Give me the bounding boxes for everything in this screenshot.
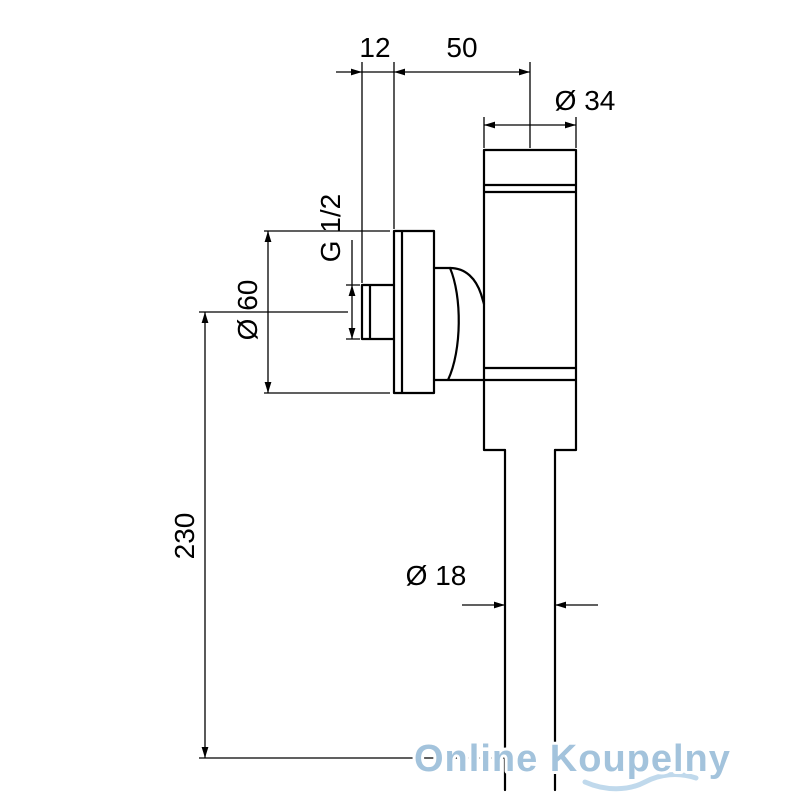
dim-label-body-diameter: Ø 34 — [555, 85, 616, 116]
dim-label-pipe-diameter: Ø 18 — [406, 560, 467, 591]
dim-label-flange-diameter: Ø 60 — [232, 280, 263, 341]
arrow-g12-top — [348, 285, 356, 296]
connection-horn — [432, 266, 486, 382]
watermark-wave-icon — [582, 772, 699, 792]
valve-body-outline — [482, 148, 578, 452]
dimension-arrows — [201, 68, 576, 758]
valve-outline — [360, 148, 578, 792]
arrow-230-bottom — [201, 747, 209, 758]
arrow-d60-bottom — [264, 382, 272, 393]
arrow-d34-left — [484, 121, 495, 129]
arrow-50-right — [519, 68, 530, 76]
dim-label-thread-size: G 1/2 — [315, 194, 346, 262]
arrow-d18-left — [494, 601, 505, 609]
arrow-d60-top — [264, 231, 272, 242]
arrow-d34-right — [565, 121, 576, 129]
dim-label-total-height: 230 — [169, 513, 200, 560]
dim-label-nut-offset: 12 — [359, 32, 390, 63]
dimension-lines — [199, 62, 598, 759]
arrow-12-left — [351, 68, 362, 76]
arrow-d18-right — [555, 601, 566, 609]
arrow-50-left — [394, 68, 405, 76]
arrow-g12-bottom — [348, 328, 356, 339]
arrow-230-top — [201, 312, 209, 323]
watermark-text: Online Koupelny — [414, 738, 731, 780]
extension-lines — [199, 62, 577, 759]
dimension-labels: 12 50 Ø 34 G 1/2 Ø 60 230 Ø 18 — [169, 32, 615, 591]
outlet-pipe — [503, 448, 557, 792]
inlet-nut — [360, 283, 396, 341]
watermark: Online Koupelny — [411, 735, 733, 792]
dim-label-wall-to-axis: 50 — [446, 32, 477, 63]
wall-flange — [392, 229, 436, 395]
